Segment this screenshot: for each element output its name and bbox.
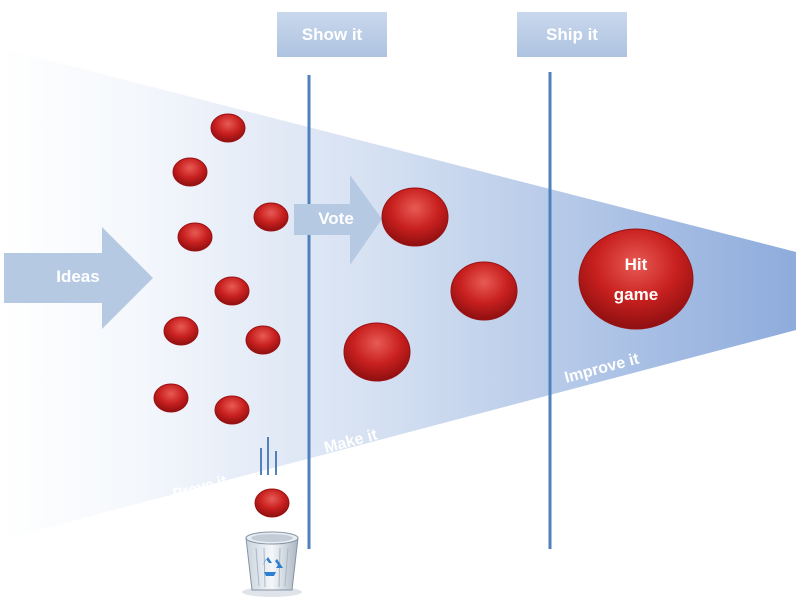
idea-ball — [214, 395, 250, 425]
ship-it-stage-header: Ship it — [517, 12, 627, 57]
falling-motion-lines — [260, 437, 277, 475]
idea-ball — [245, 325, 281, 355]
idea-ball — [153, 383, 189, 413]
falling-idea-ball — [254, 488, 290, 518]
ship-it-label: Ship it — [546, 25, 598, 44]
vote-arrow: Vote — [294, 175, 382, 265]
voted-balls — [343, 187, 518, 382]
hit-game-ball: Hit game — [578, 228, 694, 330]
hit-game-line1: Hit — [625, 255, 648, 274]
idea-balls — [153, 113, 290, 518]
ideas-label: Ideas — [56, 267, 99, 286]
vote-label: Vote — [318, 209, 354, 228]
idea-ball — [163, 316, 199, 346]
voted-ball — [343, 322, 411, 382]
voted-ball — [381, 187, 449, 247]
idea-ball — [214, 276, 250, 306]
recycle-bin-icon — [242, 531, 302, 597]
idea-ball — [177, 222, 213, 252]
idea-ball — [172, 157, 208, 187]
hit-game-line2: game — [614, 285, 658, 304]
idea-ball — [253, 202, 289, 232]
show-it-label: Show it — [302, 25, 363, 44]
ideas-arrow: Ideas — [4, 227, 153, 329]
show-it-stage-header: Show it — [277, 12, 387, 57]
idea-ball — [210, 113, 246, 143]
voted-ball — [450, 261, 518, 321]
